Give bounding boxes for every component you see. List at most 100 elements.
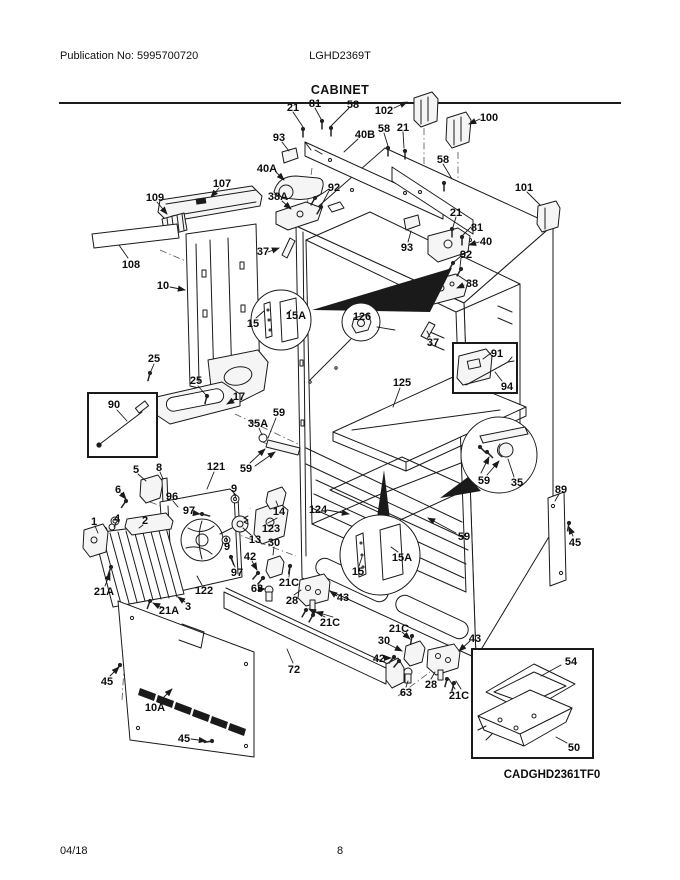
footer-date: 04/18 <box>60 845 88 857</box>
part-label-42-79: 42 <box>373 653 385 665</box>
part-label-9-52: 9 <box>224 541 230 553</box>
part-label-63-57: 63 <box>251 583 263 595</box>
part-label-54-84: 54 <box>565 656 578 668</box>
part-label-9-42: 9 <box>231 483 237 495</box>
part-label-121-41: 121 <box>207 461 225 473</box>
part-label-125-29: 125 <box>393 377 411 389</box>
part-label-28-82: 28 <box>425 679 437 691</box>
part-label-93-5: 93 <box>273 132 285 144</box>
footer-page-number: 8 <box>336 845 344 857</box>
part-label-21C-75: 21C <box>320 617 340 629</box>
part-label-4-48: 4 <box>114 513 121 525</box>
part-label-59-36: 59 <box>273 407 285 419</box>
part-label-21-8: 21 <box>397 122 409 134</box>
part-label-37-21: 37 <box>427 337 439 349</box>
part-label-25-32: 25 <box>148 353 160 365</box>
part-label-30-78: 30 <box>378 635 390 647</box>
part-label-91-30: 91 <box>491 348 503 360</box>
part-label-123-50: 123 <box>262 523 280 535</box>
part-label-25-33: 25 <box>190 375 202 387</box>
part-label-94-31: 94 <box>501 381 514 393</box>
part-label-15A-66: 15A <box>392 552 412 564</box>
part-label-81-1: 81 <box>309 98 321 110</box>
part-label-107-22: 107 <box>213 178 231 190</box>
diagram-code: CADGHD2361TF0 <box>504 769 601 781</box>
part-label-37-20: 37 <box>257 246 269 258</box>
part-label-97-45: 97 <box>183 505 195 517</box>
part-label-42-54: 42 <box>244 551 256 563</box>
left-parts <box>87 185 269 458</box>
part-label-43-76: 43 <box>337 592 349 604</box>
part-label-63-81: 63 <box>400 687 412 699</box>
model-number: LGHD2369T <box>309 50 371 62</box>
part-label-5-39: 5 <box>133 464 139 476</box>
part-label-15A-27: 15A <box>286 310 306 322</box>
part-label-100-4: 100 <box>480 112 498 124</box>
part-label-108-24: 108 <box>122 259 140 271</box>
part-label-38A-12: 38A <box>268 191 288 203</box>
part-label-13-51: 13 <box>249 534 261 546</box>
part-label-92-18: 92 <box>460 249 472 261</box>
part-label-21-14: 21 <box>450 207 462 219</box>
part-label-40A-9: 40A <box>257 163 277 175</box>
part-label-10-25: 10 <box>157 280 169 292</box>
part-label-35A-37: 35A <box>248 418 268 430</box>
part-label-92-11: 92 <box>328 182 340 194</box>
part-label-40-16: 40 <box>480 236 492 248</box>
page-title: CABINET <box>310 83 370 97</box>
part-label-21C-56: 21C <box>279 577 299 589</box>
part-label-93-17: 93 <box>401 242 413 254</box>
part-label-21A-62: 21A <box>159 605 179 617</box>
part-label-21C-83: 21C <box>449 690 469 702</box>
part-label-50-85: 50 <box>568 742 580 754</box>
part-label-3-60: 3 <box>185 601 191 613</box>
part-label-45-70: 45 <box>569 537 581 549</box>
part-label-97-55: 97 <box>231 567 243 579</box>
part-label-59-67: 59 <box>478 475 490 487</box>
part-label-8-40: 8 <box>156 462 162 474</box>
part-label-72-71: 72 <box>288 664 300 676</box>
part-label-15-26: 15 <box>247 318 259 330</box>
part-label-28-58: 28 <box>286 595 298 607</box>
leader-lines <box>94 101 575 744</box>
part-label-122-59: 122 <box>195 585 213 597</box>
bottom-parts <box>112 491 573 758</box>
title-rule <box>59 102 621 104</box>
part-label-30-53: 30 <box>268 537 280 549</box>
fan-evap-parts <box>82 433 301 611</box>
part-label-2-49: 2 <box>142 515 148 527</box>
part-label-45-72: 45 <box>101 676 113 688</box>
part-label-58-7: 58 <box>378 123 390 135</box>
part-label-21A-61: 21A <box>94 586 114 598</box>
top-parts <box>273 91 561 340</box>
part-label-109-23: 109 <box>146 192 164 204</box>
part-label-6-43: 6 <box>115 484 121 496</box>
part-label-45-74: 45 <box>178 733 190 745</box>
part-label-96-44: 96 <box>166 491 178 503</box>
part-label-58-10: 58 <box>437 154 449 166</box>
part-label-124-63: 124 <box>309 504 328 516</box>
part-label-38-19: 38 <box>466 278 478 290</box>
part-label-89-69: 89 <box>555 484 567 496</box>
part-label-126-28: 126 <box>353 311 371 323</box>
callouts <box>250 268 594 759</box>
part-label-58-2: 58 <box>347 99 359 111</box>
part-label-21-0: 21 <box>287 102 299 114</box>
cabinet-body <box>295 147 554 659</box>
part-label-90-35: 90 <box>108 399 120 411</box>
part-label-101-13: 101 <box>515 182 533 194</box>
part-label-14-46: 14 <box>273 506 286 518</box>
part-label-1-47: 1 <box>91 516 97 528</box>
part-label-43-80: 43 <box>469 633 481 645</box>
part-label-59-64: 59 <box>458 531 470 543</box>
part-label-35-68: 35 <box>511 477 523 489</box>
part-label-102-3: 102 <box>375 105 393 117</box>
part-label-40B-6: 40B <box>355 129 375 141</box>
part-label-17-34: 17 <box>233 391 245 403</box>
publication-number: Publication No: 5995700720 <box>60 50 199 62</box>
part-label-81-15: 81 <box>471 222 483 234</box>
part-label-59-38: 59 <box>240 463 252 475</box>
